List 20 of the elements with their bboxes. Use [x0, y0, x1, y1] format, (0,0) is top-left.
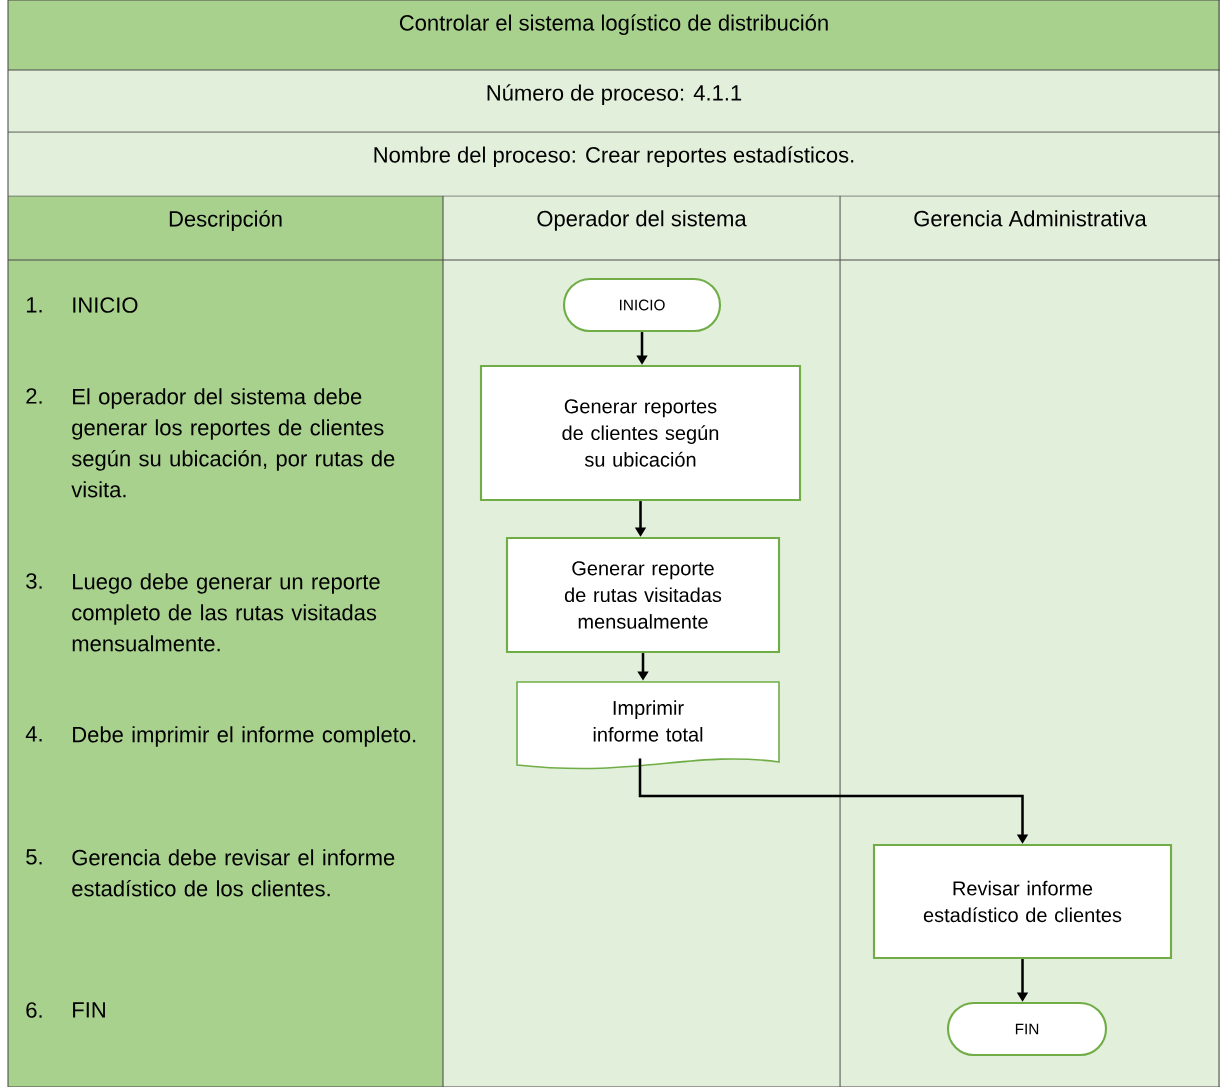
list-text: El operador del sistema debe generar los reportes de clientes según su ubicación, por rutas de visita.: [71, 388, 395, 498]
process-box: Generar reporte de rutas visitadas mensualmente: [505, 536, 781, 654]
process-box: Revisar informe estadístico de clientes: [872, 843, 1173, 960]
list-number: 3.: [26, 573, 42, 589]
process-box: Generar reportes de clientes según su ubicación: [479, 364, 802, 502]
table-cell: Gerencia Administrativa: [840, 196, 1220, 260]
table-cell: Controlar el sistema logístico de distribución: [8, 0, 1220, 70]
list-number: 6.: [26, 1002, 42, 1018]
table-cell: Número de proceso: 4.1.1: [8, 70, 1220, 132]
list-number: 2.: [26, 388, 42, 404]
list-text: FIN: [73, 1002, 105, 1018]
list-number: 5.: [26, 849, 42, 865]
list-text: Luego debe generar un reporte completo de las rutas visitadas mensualmente.: [72, 573, 380, 652]
table-cell: Operador del sistema: [443, 196, 840, 260]
list-number: 1.: [26, 297, 42, 313]
table-cell: Descripción: [8, 196, 443, 260]
list-text: Debe imprimir el informe completo.: [73, 726, 416, 747]
list-number: 4.: [25, 726, 42, 742]
list-text: Gerencia debe revisar el informe estadístico de los clientes.: [72, 849, 395, 897]
list-text: INICIO: [73, 297, 138, 313]
